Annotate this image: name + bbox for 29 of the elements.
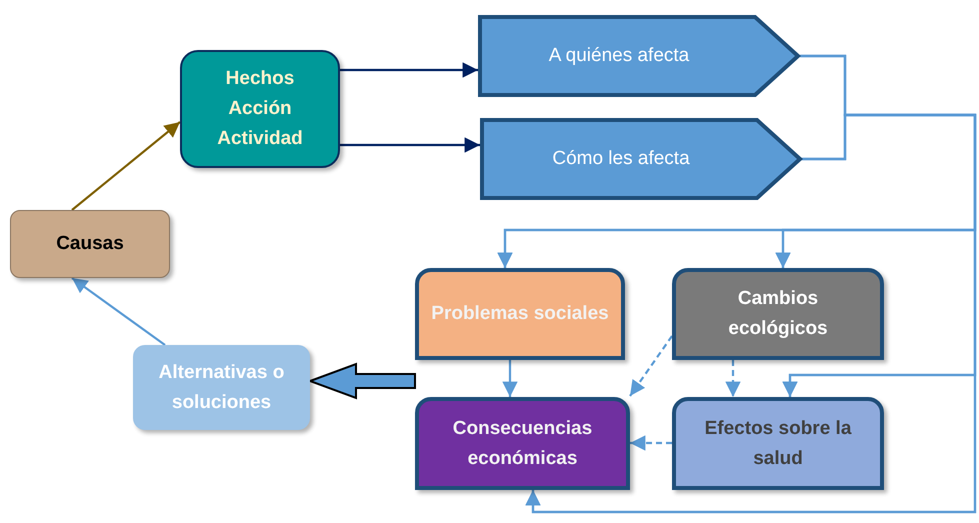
node-label: Cambios ecológicos [727, 287, 829, 341]
node-label: Actividad [217, 127, 303, 151]
node-label: Causas [56, 232, 124, 256]
process-box [672, 268, 884, 360]
pentagon-box [478, 15, 800, 97]
arrow [71, 121, 181, 211]
node-label: Consecuencias económicas [452, 416, 594, 470]
node-label: Efectos sobre la salud [704, 416, 852, 470]
arrow [725, 360, 741, 397]
arrow [629, 335, 673, 397]
rounded-box [10, 210, 170, 278]
arrow [340, 137, 480, 153]
node-label: Hechos [226, 67, 294, 91]
rounded-box [133, 345, 310, 430]
rounded-box [180, 50, 340, 168]
arrow [502, 360, 518, 397]
pentagon-box [480, 118, 802, 200]
process-box [415, 397, 630, 490]
arrow [340, 62, 478, 78]
arrow [630, 435, 672, 451]
node-label: Alternativas o soluciones [158, 360, 286, 414]
node-label: A quiénes afecta [548, 44, 690, 68]
arrow [71, 277, 166, 346]
node-label: Cómo les afecta [552, 147, 690, 171]
node-label: Problemas sociales [431, 302, 609, 326]
process-box [415, 268, 625, 360]
node-label: Acción [228, 97, 292, 121]
block-arrow [307, 362, 416, 400]
process-box [672, 397, 884, 490]
